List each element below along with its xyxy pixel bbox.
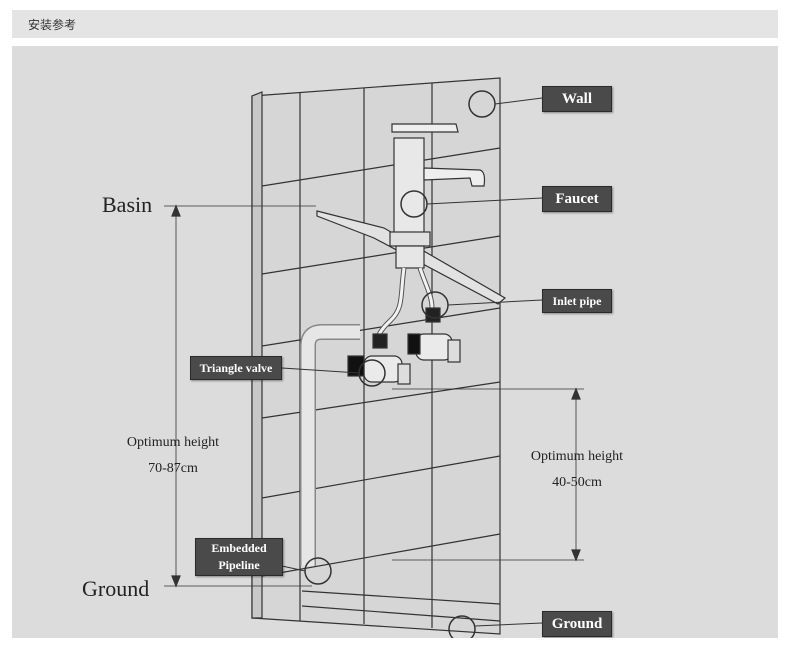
- faucet-tag: Faucet: [542, 186, 612, 212]
- diagram-panel: Basin Ground Optimum height 70-87cm Opti…: [12, 46, 778, 638]
- optimum-height-left-title: Optimum height: [126, 435, 220, 450]
- optimum-height-left: Optimum height 70-87cm: [108, 430, 238, 482]
- header-bar: 安装参考: [12, 10, 778, 38]
- optimum-height-left-value: 70-87cm: [148, 461, 198, 476]
- basin-label: Basin: [102, 192, 153, 217]
- embedded-pipeline-tag: Embedded Pipeline: [195, 538, 283, 576]
- inlet-pipe-tag: Inlet pipe: [542, 289, 612, 313]
- wall-side: [251, 91, 263, 619]
- embedded-pipeline-tag-line1: Embedded: [211, 541, 267, 555]
- ground-tag: Ground: [542, 611, 612, 637]
- optimum-height-right-value: 40-50cm: [552, 475, 602, 490]
- wall-tag: Wall: [542, 86, 612, 112]
- optimum-height-right: Optimum height 40-50cm: [512, 444, 642, 496]
- embedded-pipeline-tag-line2: Pipeline: [218, 558, 260, 572]
- ground-label-left: Ground: [82, 576, 150, 601]
- triangle-valve-tag: Triangle valve: [190, 356, 282, 380]
- faucet-body: [393, 137, 425, 235]
- installation-diagram: [164, 77, 584, 638]
- optimum-height-right-title: Optimum height: [530, 449, 624, 464]
- page-title: 安装参考: [28, 18, 77, 32]
